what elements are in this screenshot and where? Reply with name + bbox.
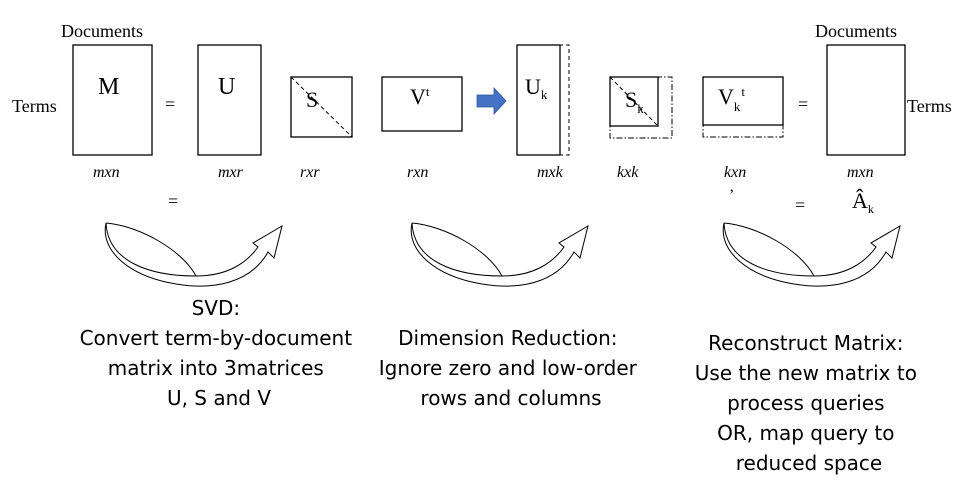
matrix-vt-name: Vt: [410, 84, 430, 109]
curved-arrow-icon: [104, 222, 283, 287]
equals-sign-1: =: [165, 94, 175, 114]
terms-label-right: Terms: [907, 96, 952, 116]
matrix-s: [290, 76, 353, 138]
matrix-m: [72, 44, 153, 156]
matrix-vkt-dims: kxn: [724, 164, 746, 181]
documents-label-right: Documents: [815, 21, 897, 41]
matrix-vkt-name: Vkt: [718, 84, 745, 114]
equals-sign-2: =: [798, 94, 808, 114]
equals-sign-3: =: [168, 191, 178, 211]
matrix-sk-name: Sk: [625, 87, 644, 116]
matrix-sk-dims: kxk: [617, 164, 639, 181]
step-reconstruct-text: Reconstruct Matrix: Use the new matrix t…: [695, 331, 924, 475]
matrix-uk-name: Uk: [525, 74, 548, 102]
terms-label-left: Terms: [12, 96, 57, 116]
matrix-m-name: M: [98, 74, 119, 100]
matrix-vt-dims: rxn: [407, 164, 428, 181]
reconstructed-matrix-label: Âk: [852, 188, 874, 216]
matrix-vt: [381, 76, 463, 132]
matrix-result: [826, 44, 906, 156]
step-reduction-text: Dimension Reduction: Ignore zero and low…: [379, 326, 644, 410]
curved-arrow-icon: [722, 222, 901, 287]
matrix-sk: [609, 76, 659, 127]
matrix-uk: [516, 44, 561, 156]
step-svd-text: SVD: Convert term-by-document matrix int…: [80, 296, 359, 410]
matrix-sk-diagonal: [609, 76, 659, 127]
right-arrow-icon: [476, 86, 507, 116]
matrix-uk-dims: mxk: [537, 164, 564, 181]
matrix-vkt: [702, 76, 784, 126]
documents-label-left: Documents: [61, 21, 143, 41]
curved-arrow-icon: [410, 222, 589, 287]
matrix-u-dims: mxr: [218, 164, 244, 181]
tick-mark: ’: [729, 187, 734, 204]
matrix-m-dims: mxn: [93, 164, 120, 181]
matrix-s-dims: rxr: [300, 164, 320, 181]
matrix-u-name: U: [218, 74, 235, 100]
matrix-s-name: S: [306, 87, 318, 112]
equals-sign-4: =: [795, 195, 805, 215]
matrix-result-dims: mxn: [847, 164, 874, 181]
matrix-u: [197, 44, 262, 156]
matrix-s-diagonal: [290, 76, 353, 138]
